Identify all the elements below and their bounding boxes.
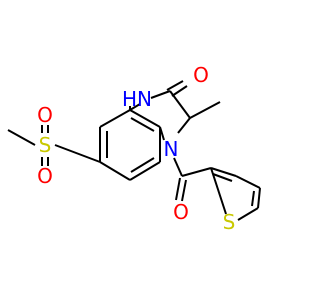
sulfonyl-oxygen-bottom-label: O bbox=[37, 164, 53, 188]
bond-c6-c5 bbox=[129, 161, 161, 181]
carbonyl-oxygen-label: O bbox=[193, 63, 209, 87]
thiophene-sulfur-label: S bbox=[223, 210, 236, 234]
bond-n4-acyl bbox=[173, 157, 183, 177]
bond-c2-o-b bbox=[171, 85, 188, 97]
bond-c4a-c8a-inner bbox=[130, 117, 155, 132]
bond-c8a-c8 bbox=[99, 109, 131, 128]
sulfonyl-oxygen-top-label: O bbox=[37, 103, 53, 127]
bond-th-c4-c5 bbox=[257, 187, 261, 209]
bond-c7-c6 bbox=[99, 161, 131, 181]
bonds bbox=[7, 80, 261, 221]
amide-nitrogen-label: HN bbox=[122, 87, 152, 111]
bond-acyl-o-b bbox=[181, 179, 187, 202]
molecule-structure-diagram: O HN N S O O O S bbox=[7, 63, 261, 234]
bond-s-methyl bbox=[7, 129, 36, 146]
bond-c3-n4 bbox=[177, 117, 191, 134]
bond-c2-o-a bbox=[166, 80, 184, 91]
bond-c6-c5-inner bbox=[130, 157, 155, 173]
bond-c3-methyl bbox=[189, 101, 221, 119]
bond-c4a-c8a bbox=[129, 109, 161, 128]
sulfonyl-sulfur-label: S bbox=[39, 133, 52, 157]
bond-th-c2-c3 bbox=[210, 167, 237, 177]
bond-th-s-c2 bbox=[210, 167, 227, 215]
acyl-oxygen-label: O bbox=[173, 200, 189, 224]
bond-c7-s bbox=[54, 144, 101, 163]
bond-th-c4-c5-inner bbox=[251, 190, 255, 207]
ring-nitrogen-label: N bbox=[164, 137, 179, 161]
bond-n1-c2 bbox=[150, 90, 171, 99]
bond-acyl-o-a bbox=[175, 177, 181, 201]
bond-n4-c4a bbox=[159, 126, 165, 141]
bond-th-c2-c3-inner bbox=[212, 173, 233, 182]
bond-acyl-thiophene bbox=[181, 167, 212, 177]
bond-th-c3-c4 bbox=[235, 175, 261, 189]
bond-th-c5-s bbox=[237, 207, 259, 221]
bond-c8a-n1-up bbox=[129, 103, 141, 111]
